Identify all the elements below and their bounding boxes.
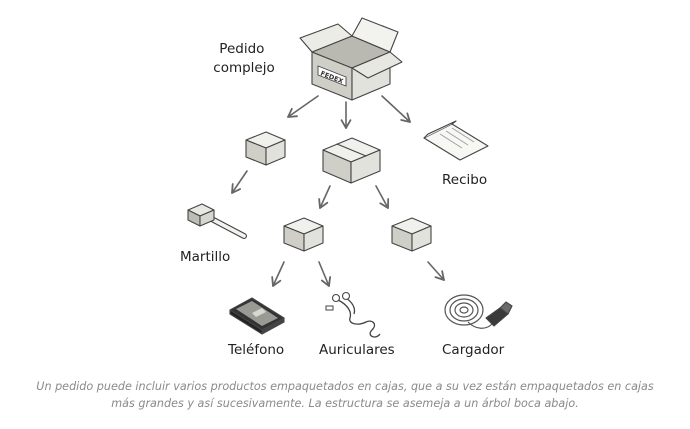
arrow-big-box-to-phone-box [318,185,331,209]
charger-icon [444,294,513,329]
caption-line-2: más grandes y así sucesivamente. La estr… [111,397,579,410]
root-open-box-icon: FEDEX [299,17,403,101]
root-label-line2: complejo [213,60,274,76]
receipt-label: Recibo [442,172,487,188]
receipt-icon [423,120,489,161]
arrow-big-box-to-charger-box [375,185,390,209]
arrow-box-to-phone [271,261,285,287]
arrow-box-to-charger [427,261,445,281]
headphones-icon [325,291,381,338]
small-box-icon [245,131,286,166]
large-box-icon [322,137,381,184]
root-label-line1: Pedido [219,41,264,57]
phone-icon [229,297,285,335]
small-box-icon [391,217,432,252]
arrow-root-to-receipt [381,95,411,123]
order-tree-diagram: FEDEX Pedido complejo Recibo [180,17,513,358]
caption-line-1: Un pedido puede incluir varios productos… [36,380,654,393]
small-box-icon [283,217,324,252]
arrow-root-to-small-box [287,95,319,118]
arrow-small-box-to-hammer [231,170,248,194]
headphones-label: Auriculares [319,342,395,358]
hammer-label: Martillo [180,249,230,265]
phone-label: Teléfono [227,342,284,358]
root-label: Pedido complejo [213,41,274,76]
hammer-icon [187,203,247,239]
figure-caption: Un pedido puede incluir varios productos… [0,378,690,412]
arrow-box-to-headphones [318,261,332,287]
charger-label: Cargador [442,342,505,358]
